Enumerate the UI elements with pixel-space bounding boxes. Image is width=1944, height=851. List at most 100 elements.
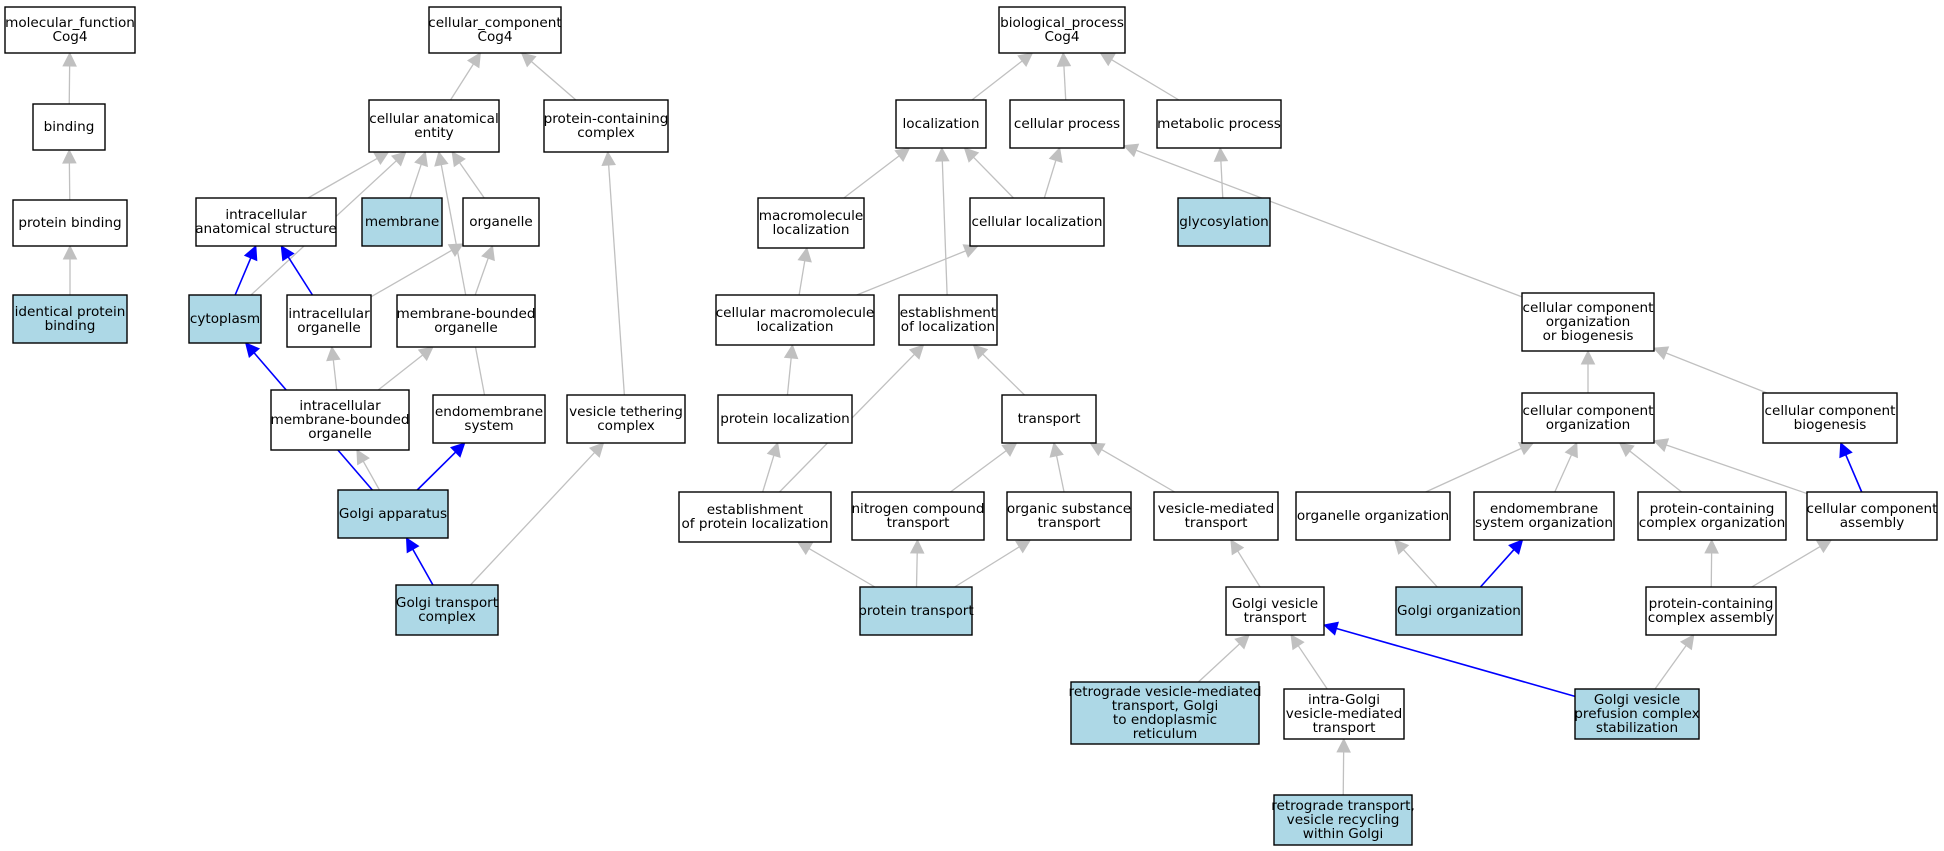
node-box — [1225, 586, 1325, 636]
node-label-line: establishment — [900, 305, 997, 321]
node-box — [543, 99, 669, 153]
node-label-line: intracellular — [299, 398, 381, 414]
node-label-line: complex organization — [1639, 515, 1785, 531]
edge-arrowhead — [1290, 634, 1305, 651]
node-label-line: transport — [1185, 515, 1248, 531]
node-cell-loc[interactable]: cellular localization — [969, 197, 1105, 247]
edge-arrowhead — [466, 52, 481, 69]
edge-transport-to-est_loc — [972, 344, 1025, 396]
node-golgi-app[interactable]: Golgi apparatus — [337, 489, 449, 539]
node-protein-binding[interactable]: protein binding — [12, 199, 128, 247]
edge-pc_asm-to-cca — [1751, 539, 1833, 588]
node-label-line: to endoplasmic — [1113, 712, 1217, 728]
node-box — [1574, 688, 1700, 740]
edge-line — [1063, 65, 1067, 101]
node-label-line: organelle — [434, 320, 498, 336]
edge-golgi_app-to-imbo — [356, 449, 381, 491]
edge-est_loc-to-localization — [935, 146, 950, 296]
node-label-line: glycosylation — [1179, 214, 1269, 230]
node-label-line: cellular anatomical — [369, 111, 499, 127]
node-binding[interactable]: binding — [32, 103, 106, 151]
edge-line — [608, 164, 626, 396]
edge-line — [377, 354, 424, 391]
node-golgi-org[interactable]: Golgi organization — [1395, 586, 1523, 636]
edge-arrowhead — [326, 345, 341, 362]
node-box — [188, 294, 262, 344]
node-localization[interactable]: localization — [895, 99, 987, 149]
edge-cm_loc-to-macro_loc — [797, 246, 812, 296]
node-label-line: biogenesis — [1794, 417, 1867, 433]
node-prot-tr[interactable]: protein transport — [858, 586, 974, 636]
node-glyco[interactable]: glycosylation — [1177, 197, 1271, 247]
edge-arrowhead — [972, 344, 989, 360]
edge-line — [1197, 643, 1241, 683]
node-label-line: localization — [773, 222, 850, 238]
node-box — [1521, 292, 1655, 352]
node-cytoplasm[interactable]: cytoplasm — [188, 294, 262, 344]
edge-line — [1845, 454, 1863, 493]
node-membrane[interactable]: membrane — [361, 197, 443, 247]
edge-vtc-to-pcc — [601, 150, 626, 396]
node-organelle[interactable]: organelle — [462, 197, 540, 247]
edge-line — [440, 164, 486, 396]
node-retro-recyc[interactable]: retrograde transport,vesicle recyclingwi… — [1271, 794, 1415, 846]
edge-intra_golgi-to-golgi_ves_tr — [1290, 634, 1328, 690]
edge-line — [459, 162, 485, 199]
edge-arrowhead — [481, 244, 495, 262]
node-box — [1295, 491, 1451, 541]
node-prot-loc[interactable]: protein localization — [717, 394, 853, 444]
edge-line — [1402, 549, 1438, 588]
node-box — [1006, 491, 1132, 541]
edge-endo_sys-to-cae — [434, 150, 486, 396]
node-met-proc[interactable]: metabolic process — [1156, 99, 1282, 149]
edge-arrowhead — [1056, 51, 1072, 67]
edge-cca-to-ccb — [1839, 441, 1863, 493]
node-label-line: cytoplasm — [190, 311, 260, 327]
node-label-line: Golgi apparatus — [339, 506, 447, 522]
node-transport[interactable]: transport — [1001, 394, 1097, 444]
edge-line — [412, 548, 434, 586]
node-box — [1070, 681, 1260, 745]
edge-line — [1554, 454, 1573, 493]
edge-cell_proc-to-bp — [1056, 51, 1072, 101]
edge-gtc-to-golgi_app — [405, 537, 434, 586]
edge-arrowhead — [1652, 438, 1670, 453]
edge-gvpcs-to-golgi_ves_tr — [1322, 621, 1576, 698]
node-org-org[interactable]: organelle organization — [1295, 491, 1451, 541]
edge-arrowhead — [1049, 441, 1064, 458]
edge-intra_org-to-organelle — [370, 243, 464, 298]
node-cell-proc[interactable]: cellular process — [1009, 99, 1125, 149]
